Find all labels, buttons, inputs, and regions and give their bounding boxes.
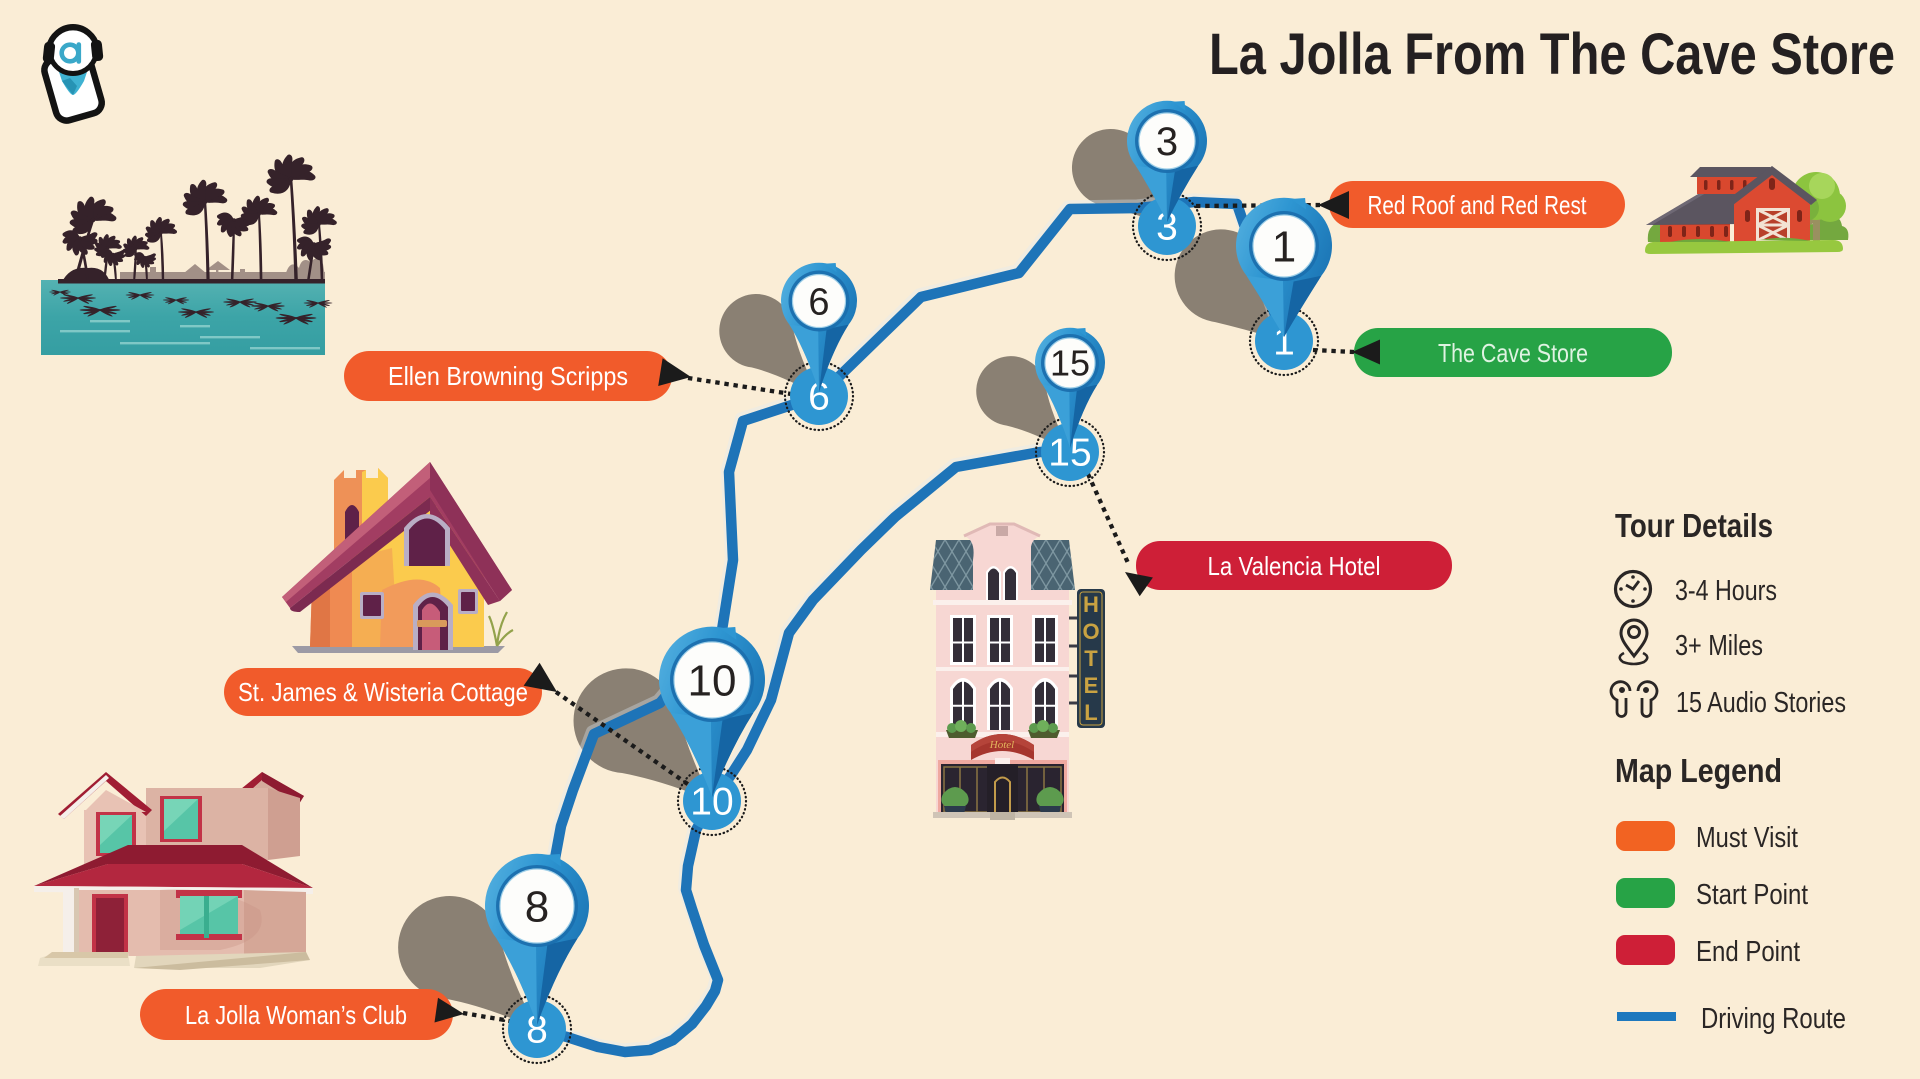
svg-text:La Jolla Woman’s Club: La Jolla Woman’s Club	[185, 1000, 407, 1030]
svg-text:La Jolla From The Cave Store: La Jolla From The Cave Store	[1209, 22, 1895, 87]
svg-text:1: 1	[1272, 222, 1296, 271]
svg-text:3+ Miles: 3+ Miles	[1675, 630, 1763, 662]
svg-text:6: 6	[808, 281, 829, 323]
svg-text:T: T	[1084, 646, 1098, 671]
svg-text:St. James & Wisteria Cottage: St. James & Wisteria Cottage	[238, 677, 528, 707]
svg-text:The Cave Store: The Cave Store	[1438, 338, 1588, 368]
svg-text:10: 10	[688, 656, 737, 705]
svg-text:Start Point: Start Point	[1696, 879, 1808, 911]
svg-text:O: O	[1082, 619, 1099, 644]
svg-text:15: 15	[1050, 343, 1090, 384]
svg-text:6: 6	[808, 376, 830, 419]
svg-text:Must Visit: Must Visit	[1696, 822, 1798, 854]
svg-text:3: 3	[1156, 120, 1178, 164]
svg-text:E: E	[1084, 673, 1099, 698]
svg-text:Hotel: Hotel	[989, 739, 1014, 751]
svg-text:L: L	[1084, 700, 1097, 725]
svg-text:Red Roof and Red Rest: Red Roof and Red Rest	[1368, 190, 1588, 220]
svg-text:15 Audio Stories: 15 Audio Stories	[1676, 687, 1846, 719]
svg-text:H: H	[1083, 592, 1099, 617]
svg-text:La Valencia Hotel: La Valencia Hotel	[1208, 551, 1381, 581]
svg-text:3: 3	[1156, 206, 1178, 249]
svg-text:Driving Route: Driving Route	[1701, 1003, 1846, 1035]
svg-text:1: 1	[1273, 321, 1295, 364]
svg-text:3-4 Hours: 3-4 Hours	[1675, 575, 1777, 607]
svg-text:Ellen Browning Scripps: Ellen Browning Scripps	[388, 361, 628, 391]
svg-text:8: 8	[526, 1009, 548, 1052]
svg-text:Tour Details: Tour Details	[1615, 507, 1773, 544]
svg-text:8: 8	[525, 882, 549, 931]
svg-text:Map Legend: Map Legend	[1615, 752, 1782, 789]
svg-text:End Point: End Point	[1696, 936, 1800, 968]
